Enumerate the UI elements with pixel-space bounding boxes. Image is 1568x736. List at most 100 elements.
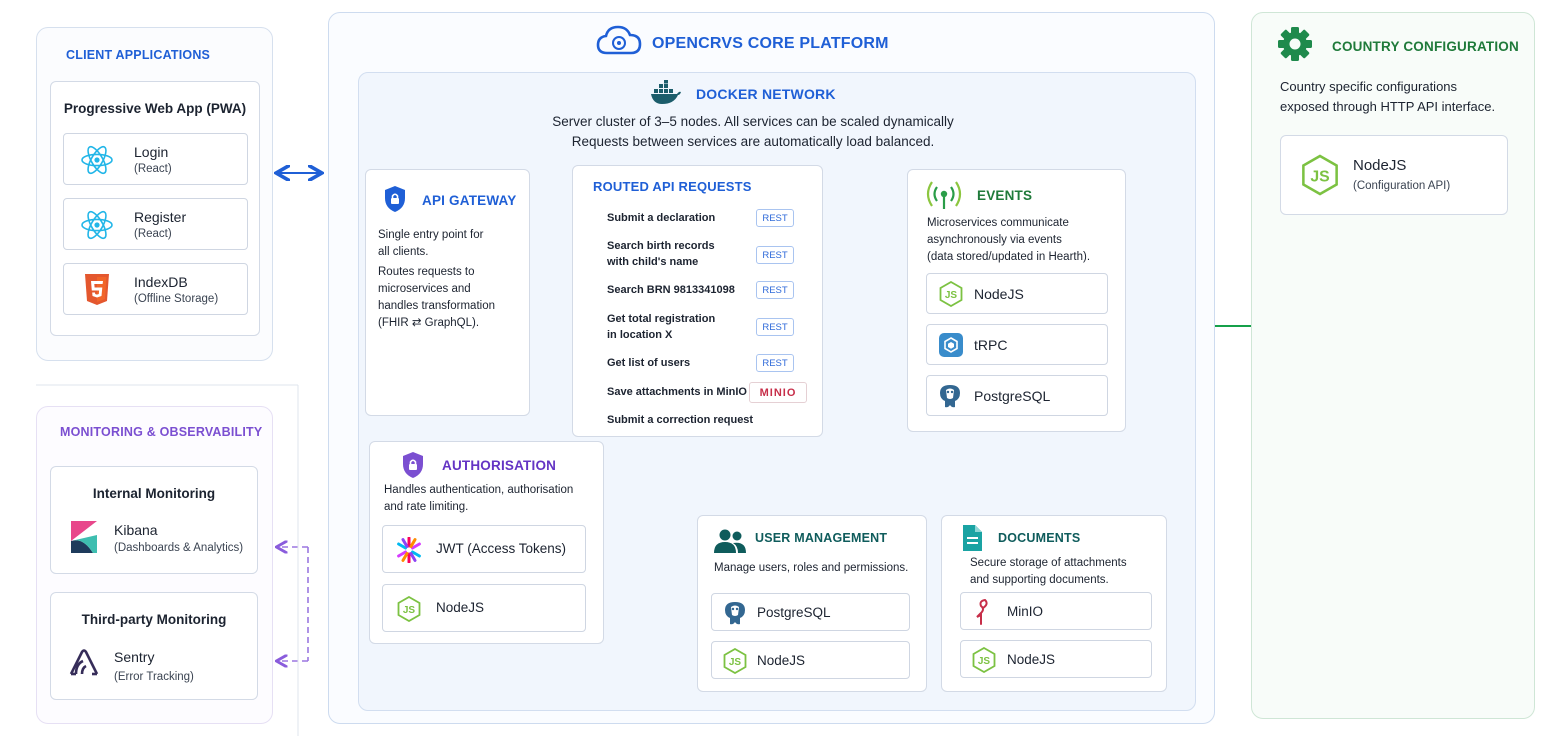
sentry-name: Sentry: [114, 649, 155, 665]
indexdb-label: IndexDB: [134, 274, 188, 290]
documents-title: DOCUMENTS: [998, 531, 1081, 545]
request-list-users[interactable]: Get list of users: [607, 357, 691, 369]
kibana-label: Kibana: [114, 522, 158, 538]
core-platform-title: OPENCRVS CORE PLATFORM: [652, 35, 889, 52]
country-configuration-panel: COUNTRY CONFIGURATION Country specific c…: [1251, 12, 1535, 719]
minio-icon: [973, 598, 993, 626]
minio-badge: MINIO: [749, 382, 807, 403]
routed-api-requests-title: ROUTED API REQUESTS: [593, 179, 752, 194]
events-nodejs[interactable]: JS NodeJS: [926, 273, 1108, 314]
login-sub: (React): [134, 163, 172, 175]
configuration-api-name: NodeJS: [1353, 157, 1407, 174]
documents-nodejs[interactable]: JS NodeJS: [960, 640, 1152, 678]
sentry-icon: [69, 649, 99, 677]
user-management-title: USER MANAGEMENT: [755, 531, 888, 545]
api-gateway-description: Single entry point for all clients. Rout…: [378, 229, 495, 329]
request-submit-correction[interactable]: Submit a correction request: [607, 414, 754, 426]
rest-badge: REST: [756, 354, 794, 372]
svg-text:JS: JS: [1310, 168, 1329, 185]
nodejs-icon: JS: [939, 281, 963, 307]
nodejs-icon: JS: [1301, 154, 1339, 196]
kibana-sub: (Dashboards & Analytics): [114, 542, 244, 554]
request-search-birth-records[interactable]: Search birth records with child's name: [607, 240, 715, 268]
rest-badge: REST: [756, 318, 794, 336]
indexdb-sub: (Offline Storage): [134, 293, 219, 305]
svg-text:JS: JS: [403, 605, 416, 616]
pwa-card: Progressive Web App (PWA) Login (React) …: [50, 81, 260, 336]
docker-icon: [650, 80, 682, 106]
request-search-brn[interactable]: Search BRN 9813341098: [607, 284, 735, 296]
events-nodejs-label: NodeJS: [974, 286, 1024, 302]
request-save-attachments[interactable]: Save attachments in MinIO: [607, 386, 747, 398]
events-trpc-label: tRPC: [974, 337, 1008, 353]
document-icon: [961, 524, 983, 552]
documents-minio[interactable]: MinIO: [960, 592, 1152, 630]
gear-icon: [1277, 26, 1313, 62]
documents-nodejs-label: NodeJS: [1007, 652, 1056, 667]
register-app[interactable]: Register (React): [63, 198, 248, 250]
pwa-title: Progressive Web App (PWA): [63, 101, 247, 116]
kibana-icon: [71, 521, 97, 553]
jwt-icon: [396, 537, 422, 563]
internal-monitoring-title: Internal Monitoring: [92, 486, 216, 501]
configuration-api-sub: (Configuration API): [1353, 180, 1451, 192]
country-configuration-title: COUNTRY CONFIGURATION: [1332, 39, 1519, 54]
register-label: Register: [134, 209, 187, 225]
nodejs-icon: JS: [723, 648, 747, 674]
docker-network-line1: Server cluster of 3–5 nodes. All service…: [552, 114, 954, 129]
svg-text:JS: JS: [978, 656, 991, 667]
indexdb-store[interactable]: IndexDB (Offline Storage): [63, 263, 248, 315]
api-gateway-title: API GATEWAY: [422, 193, 517, 208]
configuration-api-card[interactable]: JS NodeJS (Configuration API): [1280, 135, 1508, 215]
events-postgresql-label: PostgreSQL: [974, 388, 1051, 404]
events-description: Microservices communicate asynchronously…: [927, 217, 1091, 263]
users-postgresql[interactable]: PostgreSQL: [711, 593, 910, 631]
monitoring-title: MONITORING & OBSERVABILITY: [60, 425, 263, 439]
documents-minio-label: MinIO: [1007, 604, 1044, 619]
user-management-description: Manage users, roles and permissions.: [714, 562, 909, 574]
events-title: EVENTS: [977, 188, 1033, 203]
authorisation-description: Handles authentication, authorisation an…: [384, 484, 574, 513]
auth-jwt-label: JWT (Access Tokens): [436, 541, 567, 556]
auth-nodejs-label: NodeJS: [436, 600, 485, 615]
auth-jwt[interactable]: JWT (Access Tokens): [382, 525, 586, 573]
request-total-registration[interactable]: Get total registration in location X: [607, 313, 716, 341]
html5-icon: [84, 274, 110, 306]
country-configuration-description: Country specific configurations exposed …: [1280, 79, 1496, 114]
authorisation-title: AUTHORISATION: [442, 458, 557, 473]
svg-text:JS: JS: [945, 290, 958, 301]
client-applications-panel: CLIENT APPLICATIONS Progressive Web App …: [36, 27, 273, 361]
auth-nodejs[interactable]: JS NodeJS: [382, 584, 586, 632]
third-party-monitoring-card[interactable]: Third-party Monitoring (Error Tracking) …: [50, 592, 258, 700]
login-app[interactable]: Login (React): [63, 133, 248, 185]
rest-badge: REST: [756, 209, 794, 227]
react-icon: [80, 209, 114, 241]
nodejs-icon: JS: [972, 647, 996, 673]
shield-icon: [401, 451, 425, 479]
users-nodejs[interactable]: JS NodeJS: [711, 641, 910, 679]
postgresql-icon: [722, 600, 748, 626]
shield-icon: [383, 185, 407, 213]
request-submit-declaration[interactable]: Submit a declaration: [607, 212, 716, 224]
users-icon: [713, 528, 747, 554]
trpc-icon: [939, 333, 963, 357]
users-nodejs-label: NodeJS: [757, 653, 806, 668]
login-label: Login: [134, 144, 169, 160]
nodejs-icon: JS: [397, 596, 421, 622]
api-gateway-card[interactable]: API GATEWAY Single entry point for all c…: [365, 169, 530, 416]
events-trpc[interactable]: tRPC: [926, 324, 1108, 365]
broadcast-icon: [926, 180, 962, 210]
postgresql-icon: [937, 383, 963, 409]
react-icon: [80, 144, 114, 176]
documents-description: Secure storage of attachments and suppor…: [970, 557, 1127, 586]
events-postgresql[interactable]: PostgreSQL: [926, 375, 1108, 416]
third-party-monitoring-title: Third-party Monitoring: [81, 612, 227, 627]
rest-badge: REST: [756, 281, 794, 299]
docker-network-line2: Requests between services are automatica…: [571, 134, 935, 149]
cloud-icon: [595, 23, 643, 57]
monitoring-panel: MONITORING & OBSERVABILITY Internal Moni…: [36, 406, 273, 724]
internal-monitoring-card[interactable]: Internal Monitoring Kibana (Dashboards &…: [50, 466, 258, 574]
sentry-label: (Error Tracking): [114, 671, 194, 683]
register-sub: (React): [134, 228, 172, 240]
rest-badge: REST: [756, 246, 794, 264]
